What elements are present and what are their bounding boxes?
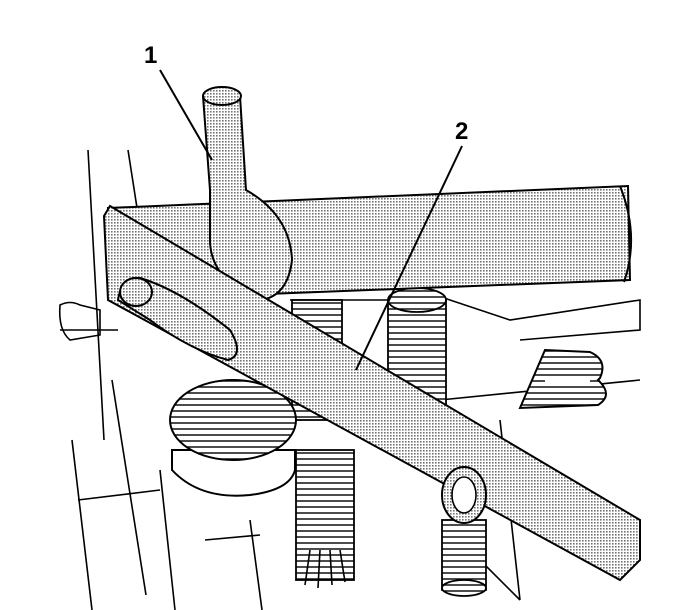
callout-label-2: 2 [455,118,469,145]
strap-bar [102,204,641,582]
reservoir-cap [169,379,297,497]
leader-line-2 [355,145,463,371]
leader-lines [159,69,463,371]
leader-line-1 [159,69,213,161]
callout-label-1: 1 [144,42,158,69]
emblem-bracket [518,348,607,410]
